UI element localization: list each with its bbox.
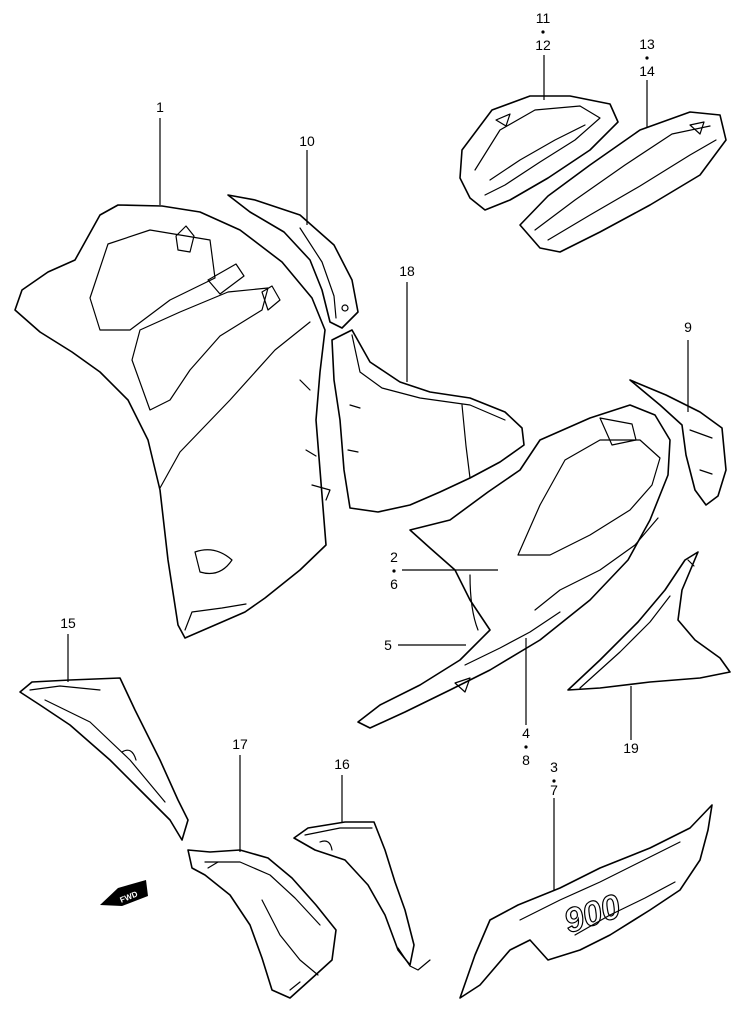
callout-18: 18 xyxy=(399,263,415,279)
part-3-7-decal-panel[interactable]: 900 xyxy=(459,804,713,999)
callout-14: 14 xyxy=(639,63,655,79)
callout-19: 19 xyxy=(623,740,639,756)
part-19-under-panel[interactable] xyxy=(567,551,731,691)
part-18-inner-panel[interactable] xyxy=(331,329,525,513)
part-17-inner-bracket[interactable] xyxy=(187,849,337,999)
callout-8: 8 xyxy=(522,752,530,768)
callout-13-14-dot xyxy=(645,56,649,60)
callout-4-8-dot xyxy=(524,745,528,749)
leader-lines xyxy=(67,55,689,890)
callout-1: 1 xyxy=(156,99,164,115)
callout-2-6-dot xyxy=(392,569,396,573)
callout-12: 12 xyxy=(535,37,551,53)
part-2-6-lower-cowling[interactable] xyxy=(357,404,671,729)
part-1-upper-fairing[interactable] xyxy=(14,204,331,639)
callout-11: 11 xyxy=(536,10,551,26)
callout-6: 6 xyxy=(390,576,398,592)
callout-16: 16 xyxy=(334,756,350,772)
callout-4: 4 xyxy=(522,725,530,741)
callout-5: 5 xyxy=(384,637,392,653)
callout-3-7-dot xyxy=(552,779,556,783)
part-9-side-strip[interactable] xyxy=(227,194,359,329)
callout-3: 3 xyxy=(550,759,558,775)
callout-13: 13 xyxy=(639,36,655,52)
part-15-inner-cover[interactable] xyxy=(19,677,189,841)
part-13-14-upper-panel[interactable] xyxy=(519,111,727,253)
part-10-side-cover[interactable] xyxy=(629,379,727,506)
part-11-12-upper-panel[interactable] xyxy=(459,95,619,211)
callout-7: 7 xyxy=(550,782,558,798)
callout-17: 17 xyxy=(232,736,248,752)
callout-15: 15 xyxy=(60,615,76,631)
part-16-inner-panel[interactable] xyxy=(293,821,431,971)
callout-11-12-dot xyxy=(541,30,545,34)
callout-9: 10 xyxy=(299,133,315,149)
callouts: 1 10 18 11 12 13 14 9 2 6 5 4 8 19 15 17… xyxy=(60,10,692,798)
callout-10: 9 xyxy=(684,319,692,335)
callout-2: 2 xyxy=(390,549,398,565)
fwd-arrow-icon: FWD xyxy=(100,880,148,906)
